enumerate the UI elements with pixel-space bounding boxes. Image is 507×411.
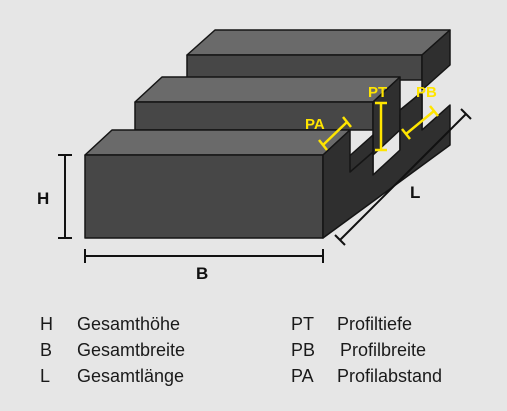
legend-abbr: PA [291, 366, 314, 386]
legend: H Gesamthöhe B Gesamtbreite L Gesamtläng… [0, 308, 507, 398]
middle-rib-top [134, 76, 401, 103]
front-rib-top [84, 129, 351, 156]
dimension-l-line [339, 113, 467, 241]
middle-rib-front [134, 101, 374, 131]
front-rib [84, 129, 351, 239]
legend-text: Gesamtlänge [77, 366, 185, 386]
marker-pb-tick-a [401, 128, 411, 140]
legend-abbr: PB [291, 340, 316, 360]
legend-abbr: B [40, 340, 53, 360]
legend-abbr: H [40, 314, 53, 334]
legend-text: Profilabstand [337, 366, 443, 386]
marker-pa-line [322, 121, 348, 146]
marker-pb: PB [401, 84, 439, 140]
marker-pb-line [405, 110, 435, 135]
dimension-l: L [334, 108, 472, 246]
legend-text: Profiltiefe [337, 314, 413, 334]
rear-rib-side [421, 29, 451, 91]
dimension-l-tick-top [460, 108, 472, 120]
legend-abbr: L [40, 366, 51, 386]
rear-rib-top [186, 29, 451, 56]
marker-pb-tick-b [429, 105, 439, 117]
marker-pa-label: PA [305, 116, 325, 133]
base-side-face [322, 91, 451, 239]
dimension-l-label: L [410, 183, 420, 202]
rear-rib [186, 29, 451, 91]
legend-text: Gesamtbreite [77, 340, 186, 360]
marker-pa: PA [305, 116, 352, 151]
front-rib-front [84, 154, 324, 239]
dimension-h-label: H [37, 189, 49, 208]
marker-pa-tick-b [342, 116, 352, 128]
dimension-b: B [84, 249, 324, 283]
marker-pb-label: PB [416, 84, 437, 101]
legend-abbr: PT [291, 314, 315, 334]
dimension-l-tick-bottom [334, 234, 346, 246]
dimension-h: H [37, 154, 72, 239]
dimension-b-label: B [196, 264, 208, 283]
marker-pt: PT [368, 84, 387, 152]
legend-text: Profilbreite [340, 340, 427, 360]
marker-pa-tick-a [318, 139, 328, 151]
legend-text: Gesamthöhe [77, 314, 181, 334]
marker-pt-label: PT [368, 84, 387, 101]
